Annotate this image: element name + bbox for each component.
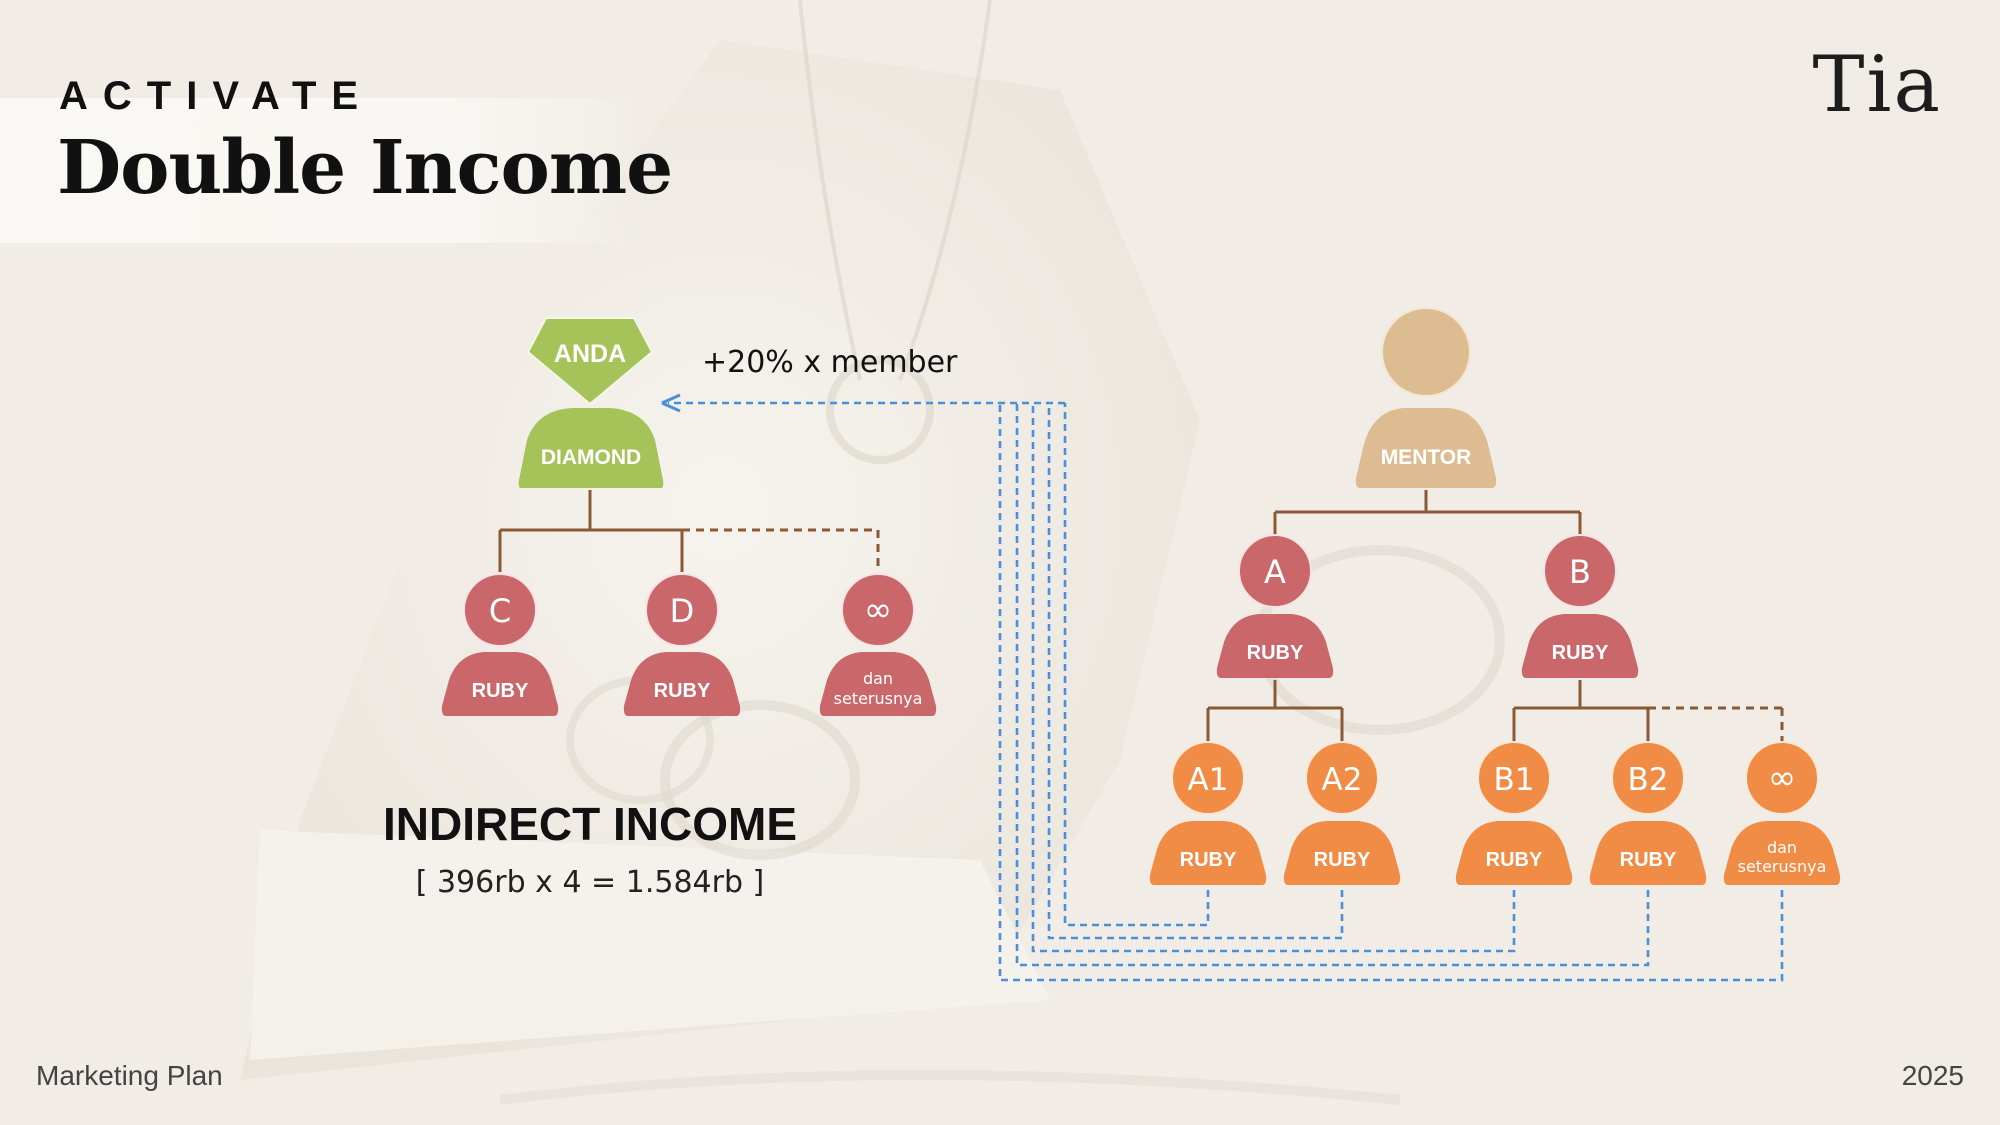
diamond-member-node: ANDA DIAMOND: [518, 317, 664, 488]
member-rank-label: RUBY: [1247, 642, 1304, 664]
income-title: INDIRECT INCOME: [383, 798, 797, 850]
member-node-b: B RUBY: [1521, 534, 1639, 678]
member-head-label: D: [670, 592, 695, 630]
infinity-icon: ∞: [864, 590, 892, 630]
flow-line-b2: [1015, 403, 1650, 967]
member-node-infinity: ∞ dan seterusnya: [819, 573, 937, 716]
member-rank-label: RUBY: [1486, 849, 1543, 871]
footer-label: Marketing Plan: [36, 1060, 223, 1091]
mentor-head: [1381, 307, 1471, 397]
member-head-label: A: [1264, 553, 1286, 591]
diamond-body: [518, 408, 664, 488]
member-head-label: A1: [1188, 762, 1229, 798]
page-title: Double Income: [57, 125, 673, 211]
member-head-label: A2: [1322, 762, 1363, 798]
member-node-infinity-right: ∞ dan seterusnya: [1723, 741, 1841, 885]
arrow-head-icon: [661, 393, 681, 413]
member-rank-label: RUBY: [1314, 849, 1371, 871]
right-tree-connectors: [1206, 490, 1784, 742]
member-node-b2: B2 RUBY: [1589, 741, 1707, 885]
brand-logo: Tia: [1812, 40, 1942, 130]
member-node-a1: A1 RUBY: [1149, 741, 1267, 885]
member-rank-label: RUBY: [1620, 849, 1677, 871]
flow-line-infinity: [998, 403, 1784, 982]
flow-line-a2: [1047, 403, 1344, 940]
member-node-a2: A2 RUBY: [1283, 741, 1401, 885]
member-node-d: D RUBY: [623, 573, 741, 716]
mentor-rank-label: MENTOR: [1381, 446, 1472, 469]
gem-label: ANDA: [554, 340, 626, 368]
member-node-a: A RUBY: [1216, 534, 1334, 678]
diamond-rank-label: DIAMOND: [541, 446, 641, 469]
commission-note: +20% x member: [702, 345, 958, 380]
left-tree-connectors: [498, 490, 880, 572]
member-head-label: B: [1569, 553, 1591, 591]
member-rank-label: RUBY: [654, 680, 711, 702]
footer-year: 2025: [1901, 1060, 1964, 1091]
member-rank-label-line2: seterusnya: [834, 689, 923, 708]
title-kicker: ACTIVATE: [59, 74, 374, 118]
member-head-label: B1: [1494, 762, 1535, 798]
member-rank-label-line1: dan: [1767, 838, 1797, 857]
member-head-label: B2: [1628, 762, 1669, 798]
member-rank-label-line1: dan: [863, 669, 893, 688]
member-rank-label-line2: seterusnya: [1738, 857, 1827, 876]
income-formula: [ 396rb x 4 = 1.584rb ]: [416, 865, 765, 900]
title-band: [0, 98, 640, 243]
gem-icon: [526, 317, 654, 406]
member-rank-label: RUBY: [472, 680, 529, 702]
member-node-c: C RUBY: [441, 573, 559, 716]
flow-line-b1: [1031, 403, 1516, 953]
flow-line-a1: [1063, 403, 1210, 927]
member-head-label: C: [489, 592, 511, 630]
member-rank-label: RUBY: [1180, 849, 1237, 871]
income-flow-lines: [668, 401, 1784, 982]
member-node-b1: B1 RUBY: [1455, 741, 1573, 885]
infinity-icon: ∞: [1768, 758, 1796, 798]
member-rank-label: RUBY: [1552, 642, 1609, 664]
mentor-node: MENTOR: [1355, 307, 1497, 488]
